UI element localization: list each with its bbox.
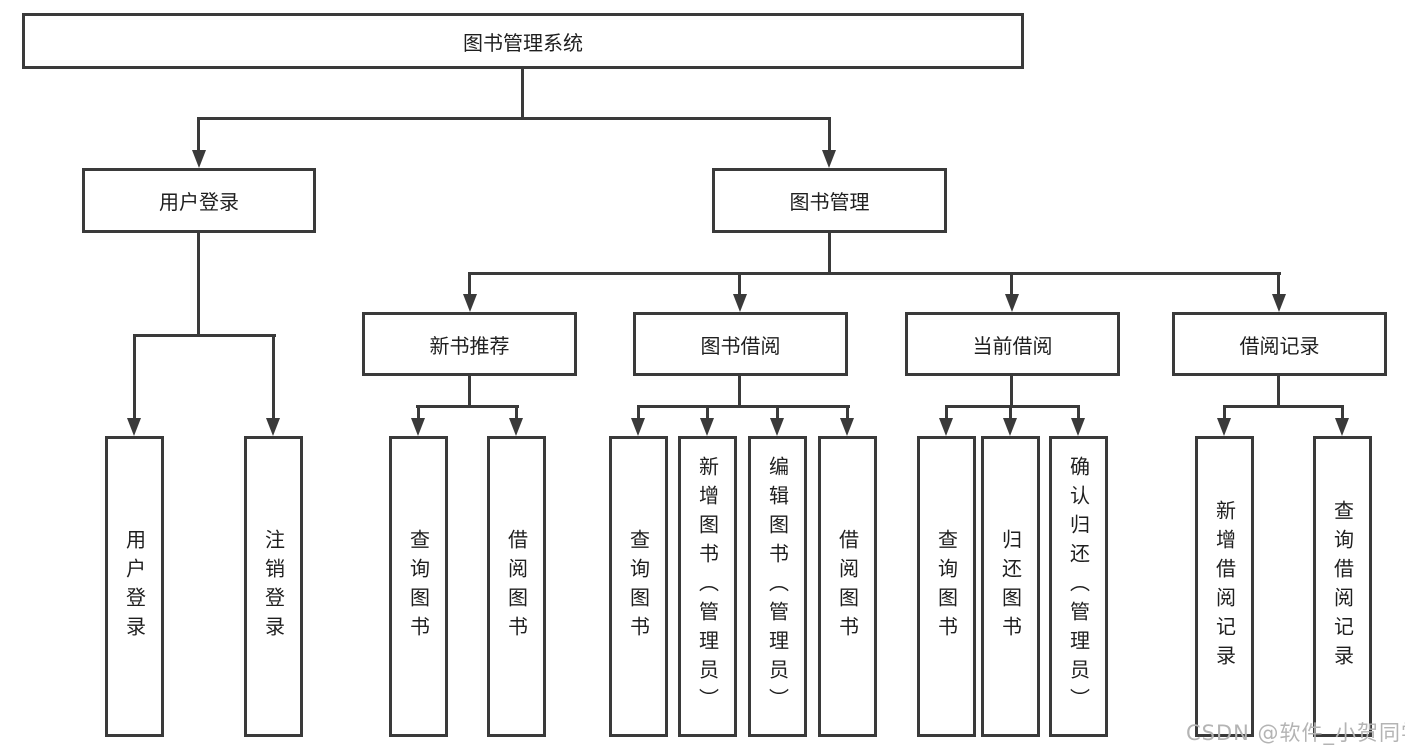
arrow-down-icon: [1071, 418, 1085, 436]
connector-line: [468, 374, 471, 407]
arrow-down-icon: [700, 418, 714, 436]
node-book-borrowing: 图书借阅: [633, 312, 848, 376]
node-label: 图书借阅: [700, 333, 781, 358]
connector-line: [776, 405, 779, 421]
connector-line: [738, 374, 741, 407]
connector-line: [417, 405, 420, 421]
node-label: 借阅图书: [835, 528, 860, 645]
connector-line: [828, 231, 831, 274]
connector-line: [1277, 374, 1280, 407]
connector-line: [1341, 405, 1344, 421]
connector-line: [416, 405, 519, 408]
node-return-books: 归还图书: [981, 436, 1040, 737]
connector-line: [521, 67, 524, 119]
node-label: 查询图书: [406, 528, 431, 645]
connector-line: [637, 405, 850, 408]
connector-line: [706, 405, 709, 421]
arrow-down-icon: [1217, 418, 1231, 436]
node-label: 查询图书: [934, 528, 959, 645]
node-current-borrowing: 当前借阅: [905, 312, 1120, 376]
node-query-books-borrowing: 查询图书: [609, 436, 668, 737]
node-logout-leaf: 注销登录: [244, 436, 303, 737]
arrow-down-icon: [822, 150, 836, 168]
node-label: 图书管理系统: [463, 30, 583, 55]
arrow-down-icon: [192, 150, 206, 168]
node-query-books-recommend: 查询图书: [389, 436, 448, 737]
arrow-down-icon: [1003, 418, 1017, 436]
connector-line: [468, 272, 1281, 275]
node-label: 查询图书: [626, 528, 651, 645]
node-add-books-admin: 新增图书（管理员）: [678, 436, 737, 737]
connector-line: [1077, 405, 1080, 421]
node-book-management: 图书管理: [712, 168, 947, 233]
node-label: 用户登录: [122, 528, 147, 645]
connector-line: [846, 405, 849, 421]
node-edit-books-admin: 编辑图书（管理员）: [748, 436, 807, 737]
node-library-system: 图书管理系统: [22, 13, 1024, 69]
node-label: 借阅图书: [504, 528, 529, 645]
arrow-down-icon: [631, 418, 645, 436]
connector-line: [1223, 405, 1344, 408]
node-user-login-leaf: 用户登录: [105, 436, 164, 737]
arrow-down-icon: [266, 418, 280, 436]
node-user-login: 用户登录: [82, 168, 316, 233]
connector-line: [197, 231, 200, 336]
connector-line: [828, 117, 831, 153]
node-label: 新书推荐: [429, 333, 510, 358]
connector-line: [945, 405, 1080, 408]
connector-line: [272, 334, 275, 421]
node-new-book-recommend: 新书推荐: [362, 312, 577, 376]
node-label: 注销登录: [261, 528, 286, 645]
arrow-down-icon: [411, 418, 425, 436]
arrow-down-icon: [127, 418, 141, 436]
connector-line: [1277, 272, 1280, 297]
connector-line: [1010, 272, 1013, 297]
node-confirm-return-admin: 确认归还（管理员）: [1049, 436, 1108, 737]
arrow-down-icon: [509, 418, 523, 436]
arrow-down-icon: [1272, 294, 1286, 312]
node-add-borrow-record: 新增借阅记录: [1195, 436, 1254, 737]
arrow-down-icon: [840, 418, 854, 436]
connector-line: [1223, 405, 1226, 421]
watermark-text: CSDN @软件_小贺同学: [1186, 721, 1405, 745]
node-query-books-current: 查询图书: [917, 436, 976, 737]
node-label: 用户登录: [159, 190, 239, 214]
node-label: 编辑图书（管理员）: [765, 456, 790, 717]
node-label: 新增借阅记录: [1212, 499, 1237, 674]
node-query-borrow-record: 查询借阅记录: [1313, 436, 1372, 737]
node-label: 确认归还（管理员）: [1066, 456, 1091, 717]
arrow-down-icon: [770, 418, 784, 436]
connector-line: [198, 117, 831, 120]
connector-line: [468, 272, 471, 297]
node-label: 归还图书: [998, 528, 1023, 645]
node-label: 借阅记录: [1239, 333, 1320, 358]
connector-line: [738, 272, 741, 297]
connector-line: [1009, 405, 1012, 421]
node-borrow-records: 借阅记录: [1172, 312, 1387, 376]
connector-line: [133, 334, 136, 421]
connector-line: [197, 117, 200, 153]
connector-line: [515, 405, 518, 421]
node-label: 图书管理: [789, 190, 870, 214]
node-label: 当前借阅: [972, 333, 1053, 358]
arrow-down-icon: [733, 294, 747, 312]
arrow-down-icon: [463, 294, 477, 312]
node-borrow-books-recommend: 借阅图书: [487, 436, 546, 737]
connector-line: [945, 405, 948, 421]
node-label: 新增图书（管理员）: [695, 456, 720, 717]
arrow-down-icon: [939, 418, 953, 436]
node-borrow-books: 借阅图书: [818, 436, 877, 737]
connector-line: [1010, 374, 1013, 407]
node-label: 查询借阅记录: [1330, 499, 1355, 674]
connector-line: [133, 334, 276, 337]
connector-line: [637, 405, 640, 421]
arrow-down-icon: [1335, 418, 1349, 436]
arrow-down-icon: [1005, 294, 1019, 312]
